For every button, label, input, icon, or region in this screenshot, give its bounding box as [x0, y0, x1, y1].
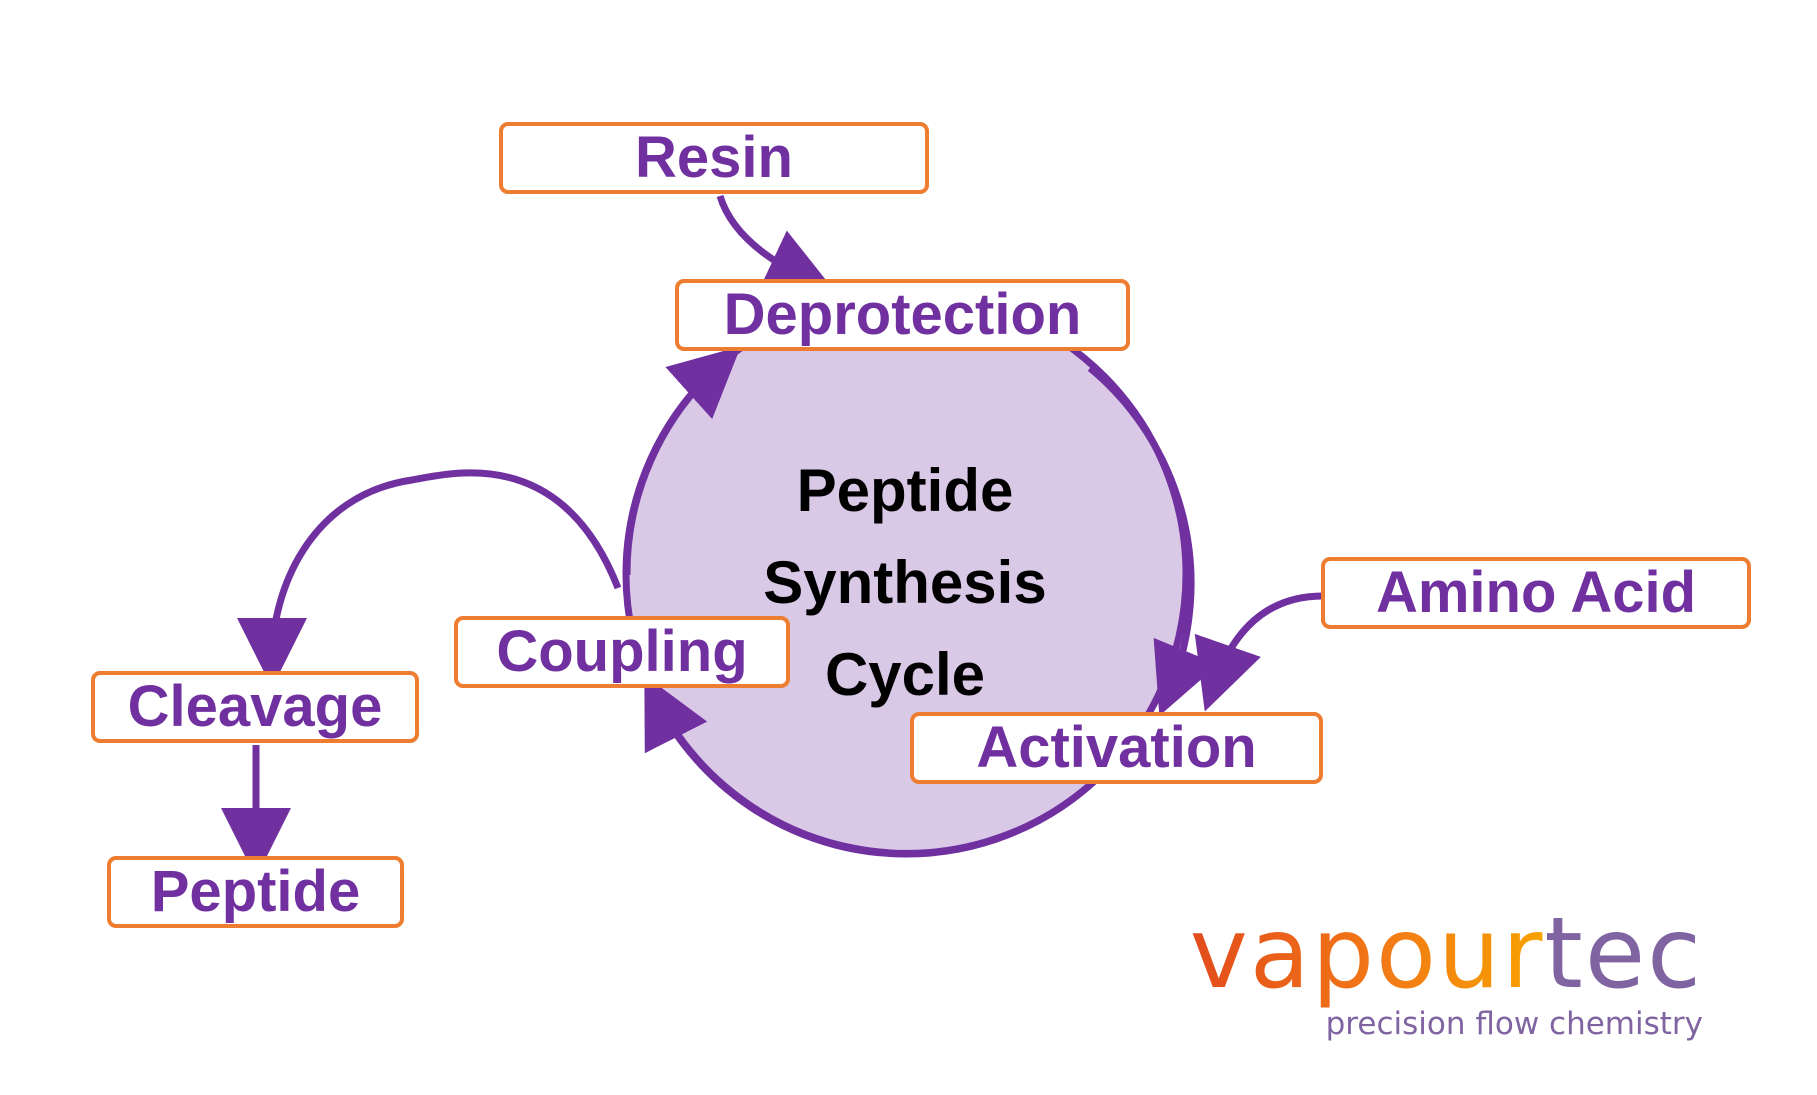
- vapourtec-logo: vapourtec precision flow chemistry: [983, 905, 1703, 1042]
- node-coupling-label: Coupling: [496, 619, 748, 684]
- node-peptide: Peptide: [107, 856, 404, 928]
- node-resin: Resin: [499, 122, 929, 194]
- arrow-aminoacid-to-activation: [1194, 592, 1324, 712]
- node-amino-acid-label: Amino Acid: [1375, 560, 1697, 625]
- arrow-coupling-to-deprotection: [623, 346, 741, 576]
- node-resin-label: Resin: [635, 125, 793, 190]
- center-label-line-2: Synthesis: [763, 549, 1047, 616]
- node-amino-acid: Amino Acid: [1321, 557, 1751, 629]
- brand-wordmark-part-1: vapour: [1189, 897, 1545, 1011]
- brand-wordmark: vapourtec: [983, 905, 1703, 1003]
- brand-tagline: precision flow chemistry: [1325, 1006, 1703, 1042]
- node-peptide-label: Peptide: [150, 859, 361, 924]
- arrow-deprotection-to-activation: [1087, 365, 1219, 716]
- brand-wordmark-part-2: tec: [1544, 897, 1703, 1011]
- arrow-resin-to-deprotection: [716, 194, 836, 294]
- node-coupling: Coupling: [454, 616, 790, 688]
- center-label-line-3: Cycle: [824, 641, 986, 708]
- arrow-coupling-to-cleavage: [237, 469, 622, 688]
- node-deprotection: Deprotection: [675, 279, 1130, 351]
- cycle-center-label: Peptide Synthesis Cycle: [740, 445, 1070, 725]
- center-label-line-1: Peptide: [796, 457, 1014, 524]
- node-cleavage-label: Cleavage: [127, 674, 383, 739]
- node-deprotection-label: Deprotection: [723, 282, 1082, 347]
- node-activation-label: Activation: [976, 715, 1257, 780]
- arrow-activation-to-coupling: [644, 675, 1093, 857]
- node-cleavage: Cleavage: [91, 671, 419, 743]
- node-activation: Activation: [910, 712, 1323, 784]
